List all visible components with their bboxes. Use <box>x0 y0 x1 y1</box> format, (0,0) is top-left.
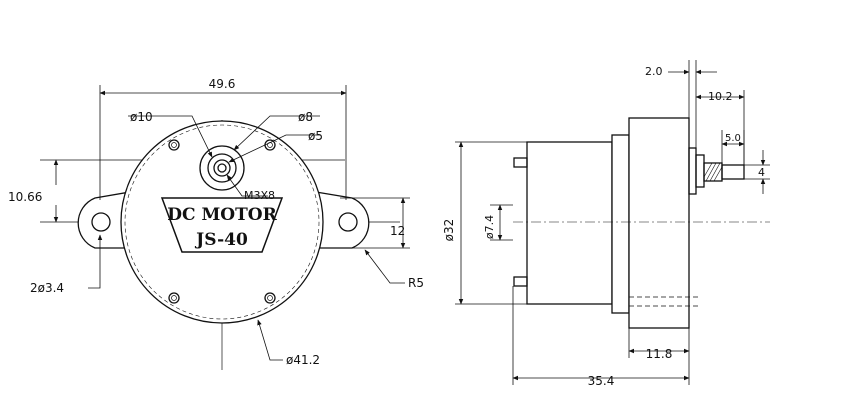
dim-phi5: ø5 <box>308 129 323 143</box>
gearbox <box>628 117 690 329</box>
shaft-tip <box>721 164 745 180</box>
shaft-hub-outer <box>199 145 245 191</box>
label-plate <box>160 197 284 253</box>
side-view <box>513 117 770 329</box>
screw-hole-bottom-left <box>168 292 180 304</box>
terminal-bottom <box>513 276 528 287</box>
screw-hole-bottom-right <box>264 292 276 304</box>
dim-phi10: ø10 <box>130 110 153 124</box>
shaft-hub-inner <box>213 159 231 177</box>
dim-5-0: 5.0 <box>725 133 741 144</box>
dim-phi8: ø8 <box>298 110 313 124</box>
motor-can <box>526 141 613 305</box>
gear-plate <box>611 134 630 314</box>
dim-screw-m3x8: M3X8 <box>244 189 275 202</box>
dim-width-49-6: 49.6 <box>209 77 236 91</box>
screw-hole-top-left <box>168 139 180 151</box>
dim-phi7-4: ø7.4 <box>483 215 496 239</box>
dim-10-66: 10.66 <box>8 190 42 204</box>
mount-hole-right <box>338 212 358 232</box>
dim-35-4: 35.4 <box>588 374 615 388</box>
shaft-boss <box>688 147 697 195</box>
front-view-dimensions <box>53 85 410 361</box>
shaft-hub-mid <box>207 153 237 183</box>
dim-holes: 2ø3.4 <box>30 281 64 295</box>
label-model: JS-40 <box>194 230 248 250</box>
dim-phi41-2: ø41.2 <box>286 353 320 367</box>
dim-2-0: 2.0 <box>645 65 663 78</box>
dim-phi32: ø32 <box>442 219 456 242</box>
dim-r5: R5 <box>408 276 424 290</box>
side-view-dimensions <box>455 60 770 385</box>
dim-12: 12 <box>390 224 405 238</box>
dim-11-8: 11.8 <box>646 347 673 361</box>
motor-body-inner-ring <box>124 124 320 320</box>
shaft-collar <box>695 154 705 188</box>
terminal-top <box>513 157 528 168</box>
label-dc-motor: DC MOTOR <box>167 205 277 225</box>
dim-4: 4 <box>758 166 765 179</box>
mount-hole-left <box>91 212 111 232</box>
dim-10-2: 10.2 <box>708 90 733 103</box>
shaft-core <box>217 163 227 173</box>
front-view <box>40 120 400 370</box>
